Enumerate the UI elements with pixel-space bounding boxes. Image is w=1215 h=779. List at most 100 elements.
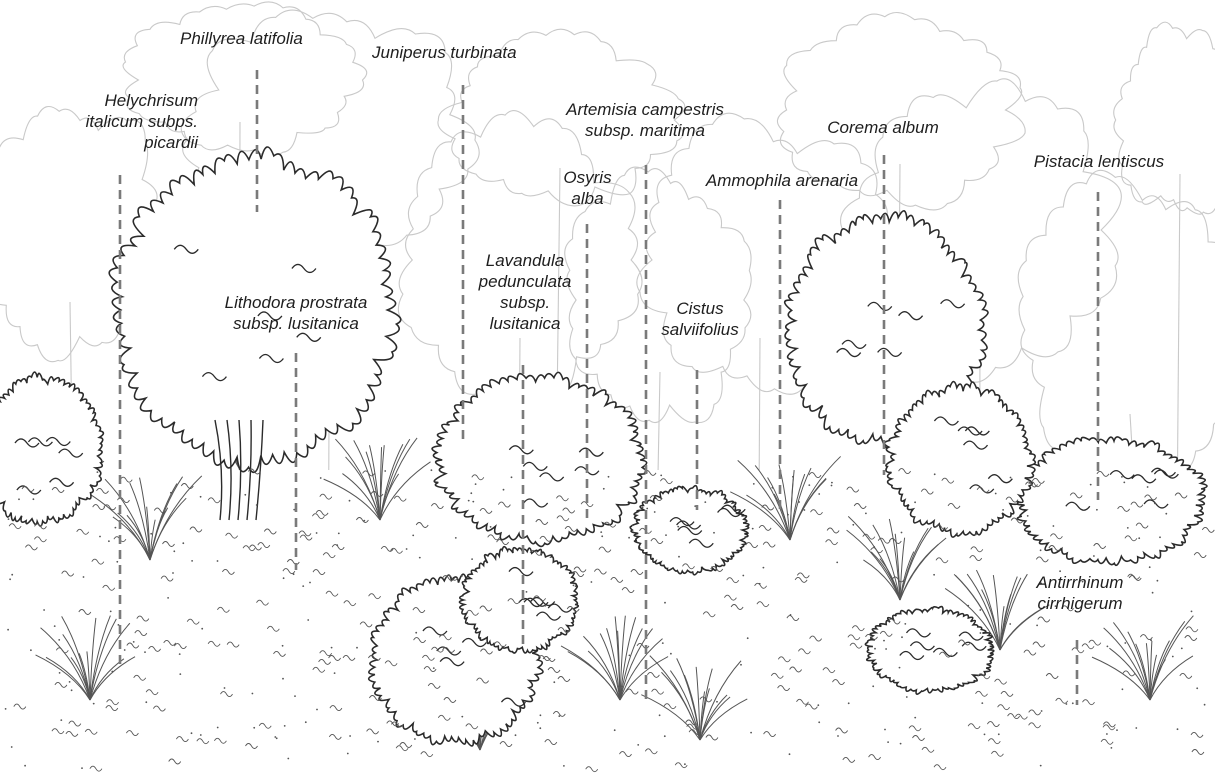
ground-dot <box>628 537 630 539</box>
ground-curl <box>1202 527 1214 532</box>
label-osyris: Osyris alba <box>550 167 625 209</box>
ground-dot <box>1027 515 1029 517</box>
ground-curl <box>805 704 817 709</box>
background-trunk-11 <box>1177 174 1180 470</box>
ground-curl <box>787 616 799 621</box>
ground-dot <box>282 645 284 647</box>
ground-dot <box>287 758 289 760</box>
ground-dot <box>1135 727 1137 729</box>
ground-curl <box>97 488 109 493</box>
grass-blade <box>790 478 826 540</box>
ground-dot <box>503 489 505 491</box>
ground-curl <box>797 699 809 704</box>
ground-dot <box>1154 503 1156 505</box>
ground-curl <box>1029 710 1041 715</box>
ground-curl <box>675 763 687 768</box>
ground-curl <box>431 504 443 509</box>
ground-curl <box>836 728 848 733</box>
ground-curl <box>226 533 238 538</box>
ground-curl <box>176 737 188 742</box>
ground-curl <box>545 740 557 745</box>
ground-curl <box>267 626 279 631</box>
ground-curl <box>149 646 161 651</box>
ground-dot <box>1177 728 1179 730</box>
ground-curl <box>848 635 860 640</box>
label-helychrisum-line1: Helychrisum <box>38 90 198 111</box>
ground-dot <box>1204 704 1206 706</box>
ground-curl <box>394 496 406 501</box>
ground-curl <box>120 477 132 482</box>
ground-dot <box>1096 509 1098 511</box>
ground-curl <box>329 656 341 661</box>
ground-dot <box>110 611 112 613</box>
ground-dot <box>468 500 470 502</box>
ground-curl <box>1194 553 1206 558</box>
ground-curl <box>1083 700 1095 705</box>
ground-curl <box>1056 698 1068 703</box>
ground-dot <box>1196 687 1198 689</box>
grass-blade <box>90 618 96 700</box>
ground-dot <box>956 533 958 535</box>
ground-dot <box>1053 525 1055 527</box>
ground-dot <box>740 664 742 666</box>
grass-blade <box>346 457 380 520</box>
ground-curl <box>1186 627 1198 632</box>
ground-curl <box>153 706 165 711</box>
ground-dot <box>664 602 666 604</box>
ground-curl <box>755 583 767 588</box>
label-helychrisum: Helychrisum italicum subps. picardii <box>38 90 198 153</box>
ground-dot <box>331 647 333 649</box>
ground-dot <box>642 507 644 509</box>
ground-curl <box>25 545 37 550</box>
ground-dot <box>244 494 246 496</box>
ground-dot <box>750 732 752 734</box>
ground-curl <box>631 570 643 575</box>
ground-curl <box>69 721 81 726</box>
ground-curl <box>313 570 325 575</box>
ground-dot <box>144 651 146 653</box>
ground-dot <box>752 528 754 530</box>
ground-dot <box>1172 656 1174 658</box>
ground-dot <box>998 733 1000 735</box>
ground-curl <box>488 535 500 540</box>
ground-dot <box>431 469 433 471</box>
ground-dot <box>309 582 311 584</box>
ground-curl <box>936 558 948 563</box>
ground-dot <box>753 483 755 485</box>
ground-dot <box>874 648 876 650</box>
ground-curl <box>827 528 839 533</box>
ground-curl <box>843 757 855 762</box>
ground-dot <box>665 534 667 536</box>
ground-curl <box>79 610 91 615</box>
ground-dot <box>787 514 789 516</box>
ground-dot <box>1106 733 1108 735</box>
ground-curl <box>869 755 881 760</box>
ground-dot <box>1121 476 1123 478</box>
ground-dot <box>1040 549 1042 551</box>
ground-dot <box>511 476 513 478</box>
grass-blade <box>561 646 620 700</box>
ground-dot <box>99 536 101 538</box>
ground-curl <box>283 569 295 574</box>
label-antirrhinum: Antirrhinum cirrhigerum <box>1010 572 1150 614</box>
ground-curl <box>1082 644 1094 649</box>
ground-dot <box>914 501 916 503</box>
ground-curl <box>797 573 809 578</box>
ground-curl <box>500 742 512 747</box>
ground-dot <box>461 575 463 577</box>
ground-curl <box>1089 640 1101 645</box>
ground-curl <box>970 556 982 561</box>
ground-dot <box>1036 625 1038 627</box>
ground-curl <box>106 706 118 711</box>
ground-curl <box>826 540 838 545</box>
ground-dot <box>179 673 181 675</box>
ground-dot <box>573 585 575 587</box>
ground-curl <box>92 559 104 564</box>
grass-blade <box>620 657 668 700</box>
ground-dot <box>906 696 908 698</box>
label-lavandula-line4: lusitanica <box>455 313 595 334</box>
ground-dot <box>619 691 621 693</box>
ground-dot <box>659 714 661 716</box>
low-shrub <box>865 607 993 695</box>
ground-dot <box>115 527 117 529</box>
